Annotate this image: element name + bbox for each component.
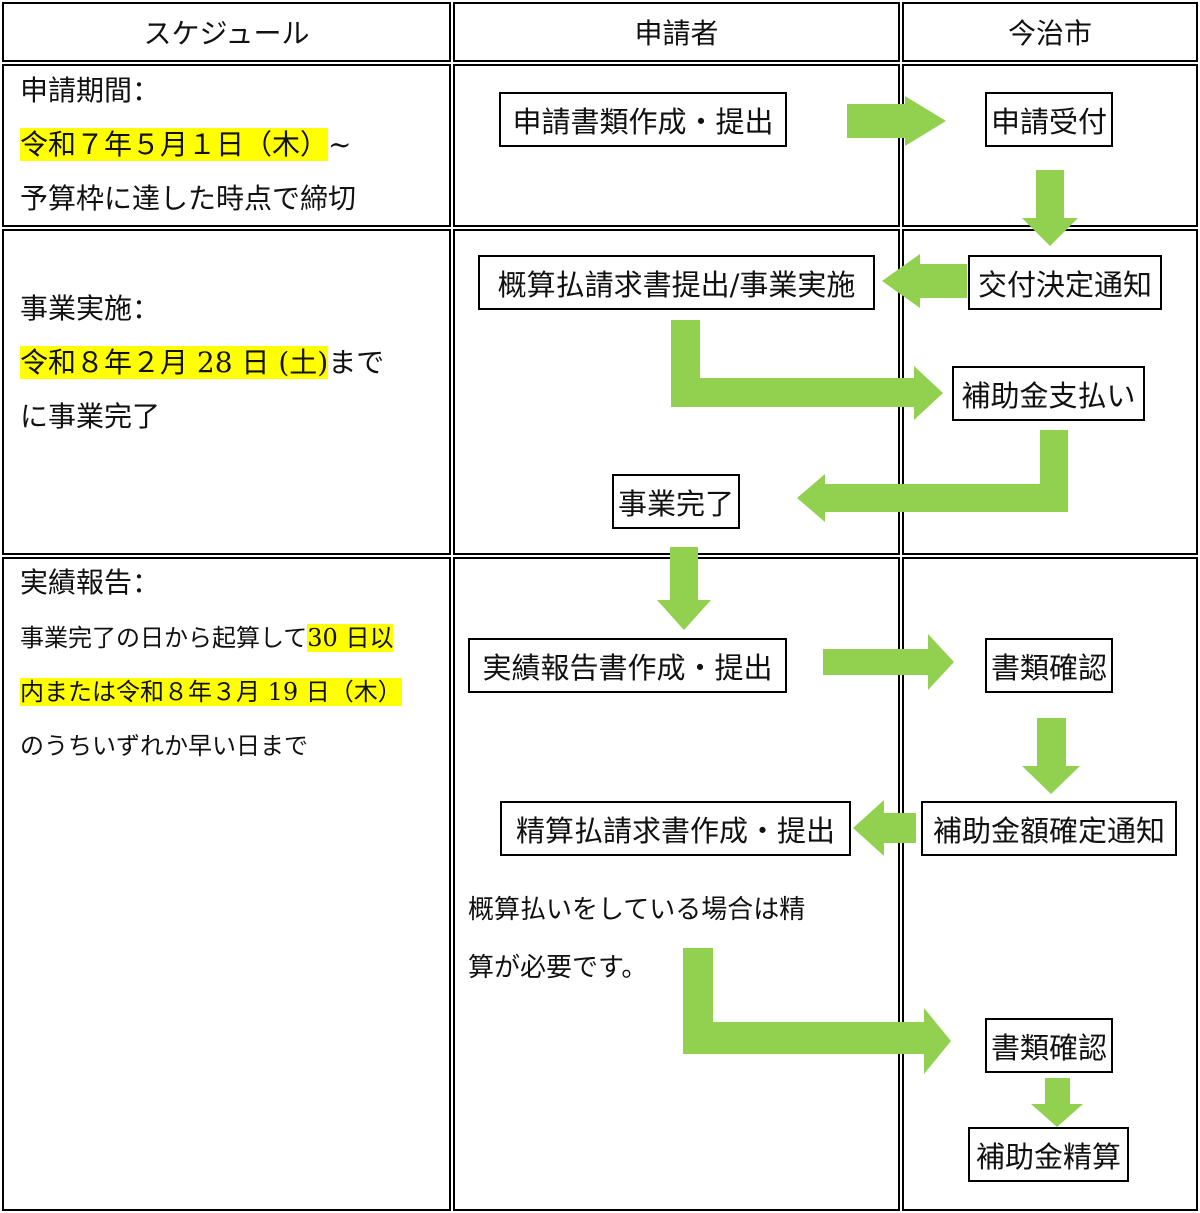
box-settle: 補助金精算 — [968, 1127, 1129, 1182]
implementation-date: 令和８年２月 28 日 (土) — [20, 346, 329, 379]
box-apply: 申請書類作成・提出 — [499, 92, 787, 147]
implementation-suffix: まで — [328, 346, 385, 379]
box-review-2: 書類確認 — [985, 1018, 1113, 1073]
box-review-1: 書類確認 — [985, 638, 1113, 693]
row-period-schedule-cell — [2, 64, 451, 227]
note-line2: 算が必要です。 — [468, 953, 648, 983]
report-line1: 事業完了の日から起算して30 日以 — [20, 611, 394, 665]
period-title: 申請期間： — [20, 74, 161, 107]
period-date: 令和７年５月１日（木） — [20, 128, 329, 161]
box-receive: 申請受付 — [985, 92, 1113, 147]
row-period-applicant-cell — [453, 64, 900, 227]
arrow-receive-to-decision — [1022, 170, 1078, 246]
arrow-note-to-review2 — [683, 948, 951, 1074]
arrow-review-to-amount — [1022, 718, 1080, 794]
period-deadline: 予算枠に達した時点で締切 — [20, 182, 357, 215]
report-line2: 内または令和８年３月 19 日（木） — [20, 665, 402, 719]
arrow-complete-to-report — [657, 547, 711, 630]
arrow-report-to-review — [823, 634, 954, 690]
box-final-claim: 精算払請求書作成・提出 — [500, 801, 851, 856]
row-report-schedule-cell — [2, 557, 451, 1211]
header-applicant-label: 申請者 — [634, 17, 719, 50]
box-complete: 事業完了 — [612, 474, 740, 529]
note-line1: 概算払いをしている場合は精 — [468, 895, 806, 925]
box-report-submit: 実績報告書作成・提出 — [468, 638, 787, 693]
box-advance-claim: 概算払請求書提出/事業実施 — [478, 255, 875, 310]
box-pay: 補助金支払い — [952, 366, 1145, 421]
header-applicant: 申請者 — [453, 2, 900, 62]
period-date-line: 令和７年５月１日（木）~ — [20, 118, 351, 172]
report-line3: のうちいずれか早い日まで — [20, 732, 308, 760]
row-implementation-schedule-cell — [2, 229, 451, 555]
box-decision: 交付決定通知 — [968, 255, 1162, 310]
arrow-claim-to-pay — [671, 320, 943, 420]
implementation-line3: に事業完了 — [20, 400, 161, 433]
header-city-label: 今治市 — [1007, 17, 1092, 50]
arrow-review2-to-settle — [1031, 1078, 1083, 1127]
report-line2-highlight: 内または令和８年３月 19 日（木） — [20, 678, 402, 706]
row-report-city-cell — [902, 557, 1198, 1211]
arrow-decision-to-claim — [882, 254, 967, 308]
report-line1-text: 事業完了の日から起算して — [20, 624, 308, 652]
header-schedule: スケジュール — [2, 2, 451, 62]
arrow-amount-to-final — [853, 800, 916, 856]
implementation-title: 事業実施： — [20, 292, 161, 325]
implementation-date-line: 令和８年２月 28 日 (土)まで — [20, 336, 384, 390]
header-city: 今治市 — [902, 2, 1198, 62]
arrow-apply-to-receive — [847, 96, 946, 146]
header-schedule-label: スケジュール — [143, 17, 310, 50]
arrow-pay-to-complete — [797, 430, 1068, 522]
report-title: 実績報告： — [20, 566, 161, 599]
box-amount-notice: 補助金額確定通知 — [921, 801, 1177, 856]
report-line1-highlight: 30 日以 — [307, 624, 394, 652]
period-tilde: ~ — [328, 128, 352, 161]
